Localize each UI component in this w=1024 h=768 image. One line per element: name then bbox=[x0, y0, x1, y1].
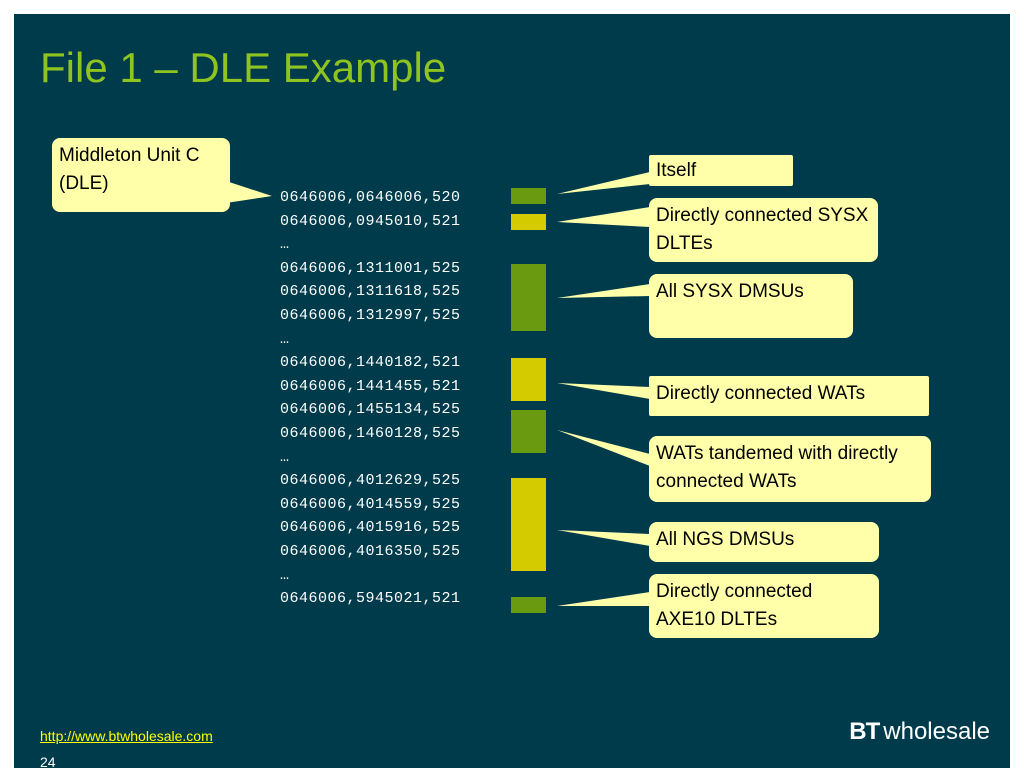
callout-layer bbox=[226, 172, 650, 613]
callout-middleton-unit-c: Middleton Unit C (DLE) bbox=[52, 138, 230, 212]
marker-itself bbox=[511, 188, 546, 204]
marker-axe10-dltes bbox=[511, 597, 546, 613]
record-row: 0646006,0646006,520 bbox=[280, 189, 461, 206]
pointer-wats bbox=[557, 383, 650, 399]
callout-sysx-dltes: Directly connected SYSX DLTEs bbox=[649, 198, 878, 262]
record-row: 0646006,1312997,525 bbox=[280, 307, 461, 324]
footer-link[interactable]: http://www.btwholesale.com bbox=[40, 728, 213, 744]
callout-wats-tandemed: WATs tandemed with directly connected WA… bbox=[649, 436, 931, 502]
callout-axe10-dltes: Directly connected AXE10 DLTEs bbox=[649, 574, 879, 638]
callout-middleton-unit-c-text: Middleton Unit C (DLE) bbox=[59, 145, 200, 194]
record-row: 0646006,4014559,525 bbox=[280, 495, 461, 513]
record-ellipsis: … bbox=[280, 330, 290, 348]
record-row: 0646006,1455134,525 bbox=[280, 401, 461, 419]
slide: File 1 – DLE Example Middleton Unit C (D… bbox=[14, 14, 1010, 768]
callout-itself: Itself bbox=[649, 155, 793, 186]
callout-wats-text: Directly connected WATs bbox=[656, 383, 866, 404]
callout-ngs-dmsus-text: All NGS DMSUs bbox=[656, 529, 795, 550]
marker-wats bbox=[511, 358, 546, 401]
callout-itself-text: Itself bbox=[656, 160, 697, 181]
record-ellipsis: … bbox=[280, 236, 290, 254]
pointer-axe10-dltes bbox=[557, 592, 650, 606]
pointer-sysx-dmsus bbox=[557, 284, 650, 298]
page-number: 24 bbox=[40, 754, 56, 768]
callout-ngs-dmsus: All NGS DMSUs bbox=[649, 522, 879, 562]
record-ellipsis: … bbox=[280, 566, 290, 584]
record-row: 0646006,1460128,525 bbox=[280, 425, 461, 442]
pointer-itself bbox=[557, 172, 650, 194]
pointer-sysx-dltes bbox=[557, 207, 650, 227]
marker-ngs-dmsus bbox=[511, 478, 546, 571]
logo-text: wholesale bbox=[883, 718, 990, 745]
record-row: 0646006,0945010,521 bbox=[280, 212, 461, 230]
callout-wats-tandemed-text: WATs tandemed with directly connected WA… bbox=[656, 443, 898, 492]
record-row: 0646006,5945021,521 bbox=[280, 590, 461, 608]
callout-axe10-dltes-text: Directly connected AXE10 DLTEs bbox=[656, 581, 813, 630]
callout-wats: Directly connected WATs bbox=[649, 376, 929, 416]
marker-sysx-dmsus bbox=[511, 264, 546, 331]
record-row: 0646006,4012629,525 bbox=[280, 472, 461, 490]
record-row: 0646006,4015916,525 bbox=[280, 519, 461, 537]
slide-title: File 1 – DLE Example bbox=[40, 44, 447, 91]
callout-sysx-dltes-text: Directly connected SYSX DLTEs bbox=[656, 205, 869, 254]
record-row: 0646006,4016350,525 bbox=[280, 543, 461, 560]
record-row: 0646006,1311618,525 bbox=[280, 283, 461, 301]
callout-sysx-dmsus-text: All SYSX DMSUs bbox=[656, 281, 804, 302]
marker-sysx-dltes bbox=[511, 214, 546, 230]
pointer-ngs-dmsus bbox=[557, 530, 650, 546]
pointer-wats-tandemed bbox=[557, 430, 650, 466]
callout-sysx-dmsus: All SYSX DMSUs bbox=[649, 274, 853, 338]
record-row: 0646006,1311001,525 bbox=[280, 259, 461, 277]
record-ellipsis: … bbox=[280, 448, 290, 466]
record-row: 0646006,1440182,521 bbox=[280, 354, 461, 372]
logo-brand: BT bbox=[849, 718, 880, 745]
marker-wats-tandemed bbox=[511, 410, 546, 453]
source-callout-pointer bbox=[226, 181, 272, 203]
record-row: 0646006,1441455,521 bbox=[280, 377, 461, 395]
